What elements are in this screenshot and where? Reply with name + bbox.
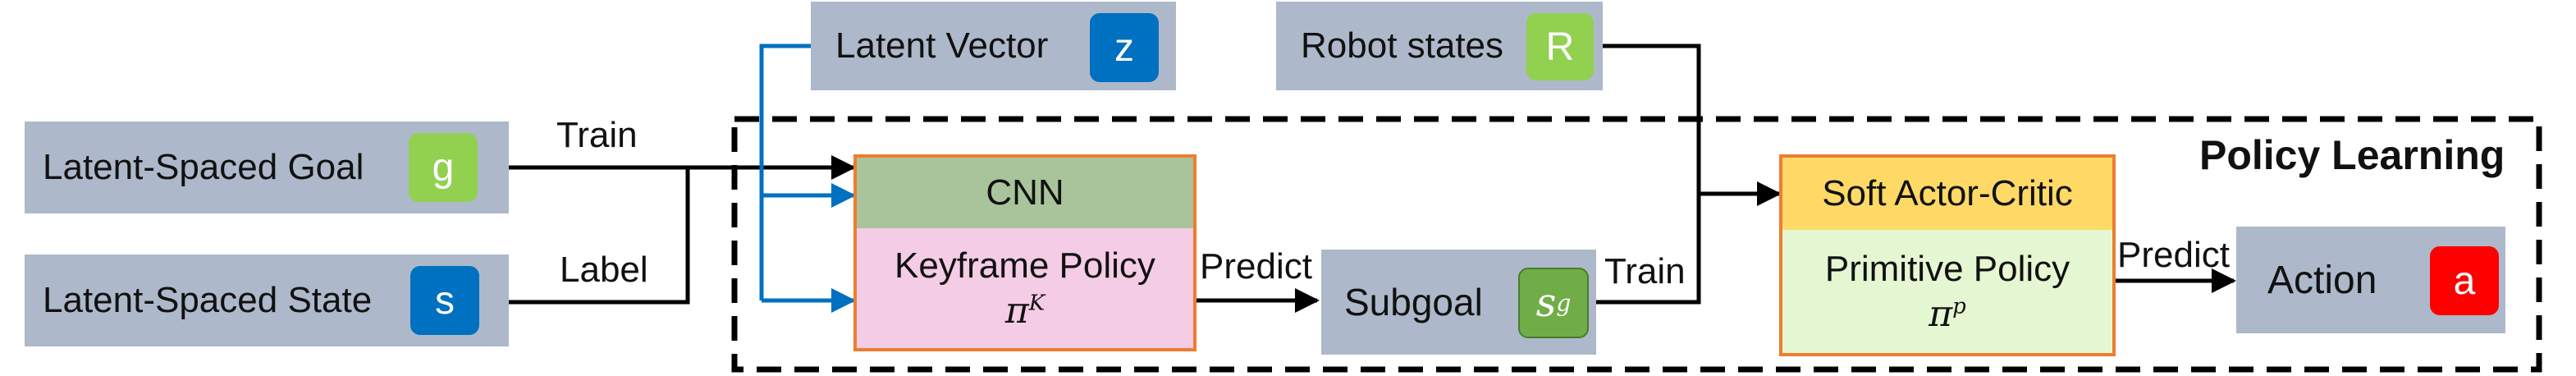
keyframe-module: CNN Keyframe Policy πK [853,154,1196,351]
subgoal-to-sac-line [1596,194,1701,305]
state-to-join-line [509,167,690,305]
sac-label: Soft Actor-Critic [1822,173,2073,213]
subgoal-label: Subgoal [1344,281,1483,323]
primitive-policy-label: Primitive Policy [1824,248,2070,289]
state-symbol: s [410,266,479,335]
latent-vector-label: Latent Vector [835,25,1049,66]
sac-header: Soft Actor-Critic [1782,158,2112,230]
robot-states-symbol: R [1526,13,1594,80]
robot-states-line [1603,44,1701,194]
keyframe-policy-label: Keyframe Policy [895,245,1155,286]
primitive-body: Primitive Policy πp [1782,230,2112,353]
train-label-top: Train [556,115,638,155]
state-box: Latent-Spaced State s [25,254,509,346]
latent-vector-line [759,44,811,300]
primitive-module: Soft Actor-Critic Primitive Policy πp [1779,154,2116,356]
robot-states-label: Robot states [1301,25,1504,66]
robot-states-box: Robot states R [1276,2,1603,90]
primitive-policy-math: πp [1929,292,1966,335]
goal-box: Latent-Spaced Goal g [25,122,509,213]
action-box: Action a [2236,227,2505,333]
state-label: Latent-Spaced State [43,280,373,320]
goal-symbol: g [409,133,478,202]
predict-label-right: Predict [2117,235,2230,275]
keyframe-policy-math: πK [1004,289,1045,332]
action-label: Action [2267,258,2377,302]
latent-vector-box: Latent Vector z [811,2,1176,90]
policy-learning-title: Policy Learning [2199,132,2505,178]
cnn-header: CNN [857,158,1193,228]
label-edge-label: Label [560,250,648,290]
action-symbol: a [2430,246,2499,315]
latent-vector-symbol: z [1090,13,1159,82]
goal-label: Latent-Spaced Goal [43,147,364,187]
cnn-label: CNN [986,172,1064,213]
policy-learning-region [731,116,2542,373]
keyframe-body: Keyframe Policy πK [857,228,1193,348]
train-label-right: Train [1604,251,1686,291]
predict-label-left: Predict [1200,246,1312,287]
